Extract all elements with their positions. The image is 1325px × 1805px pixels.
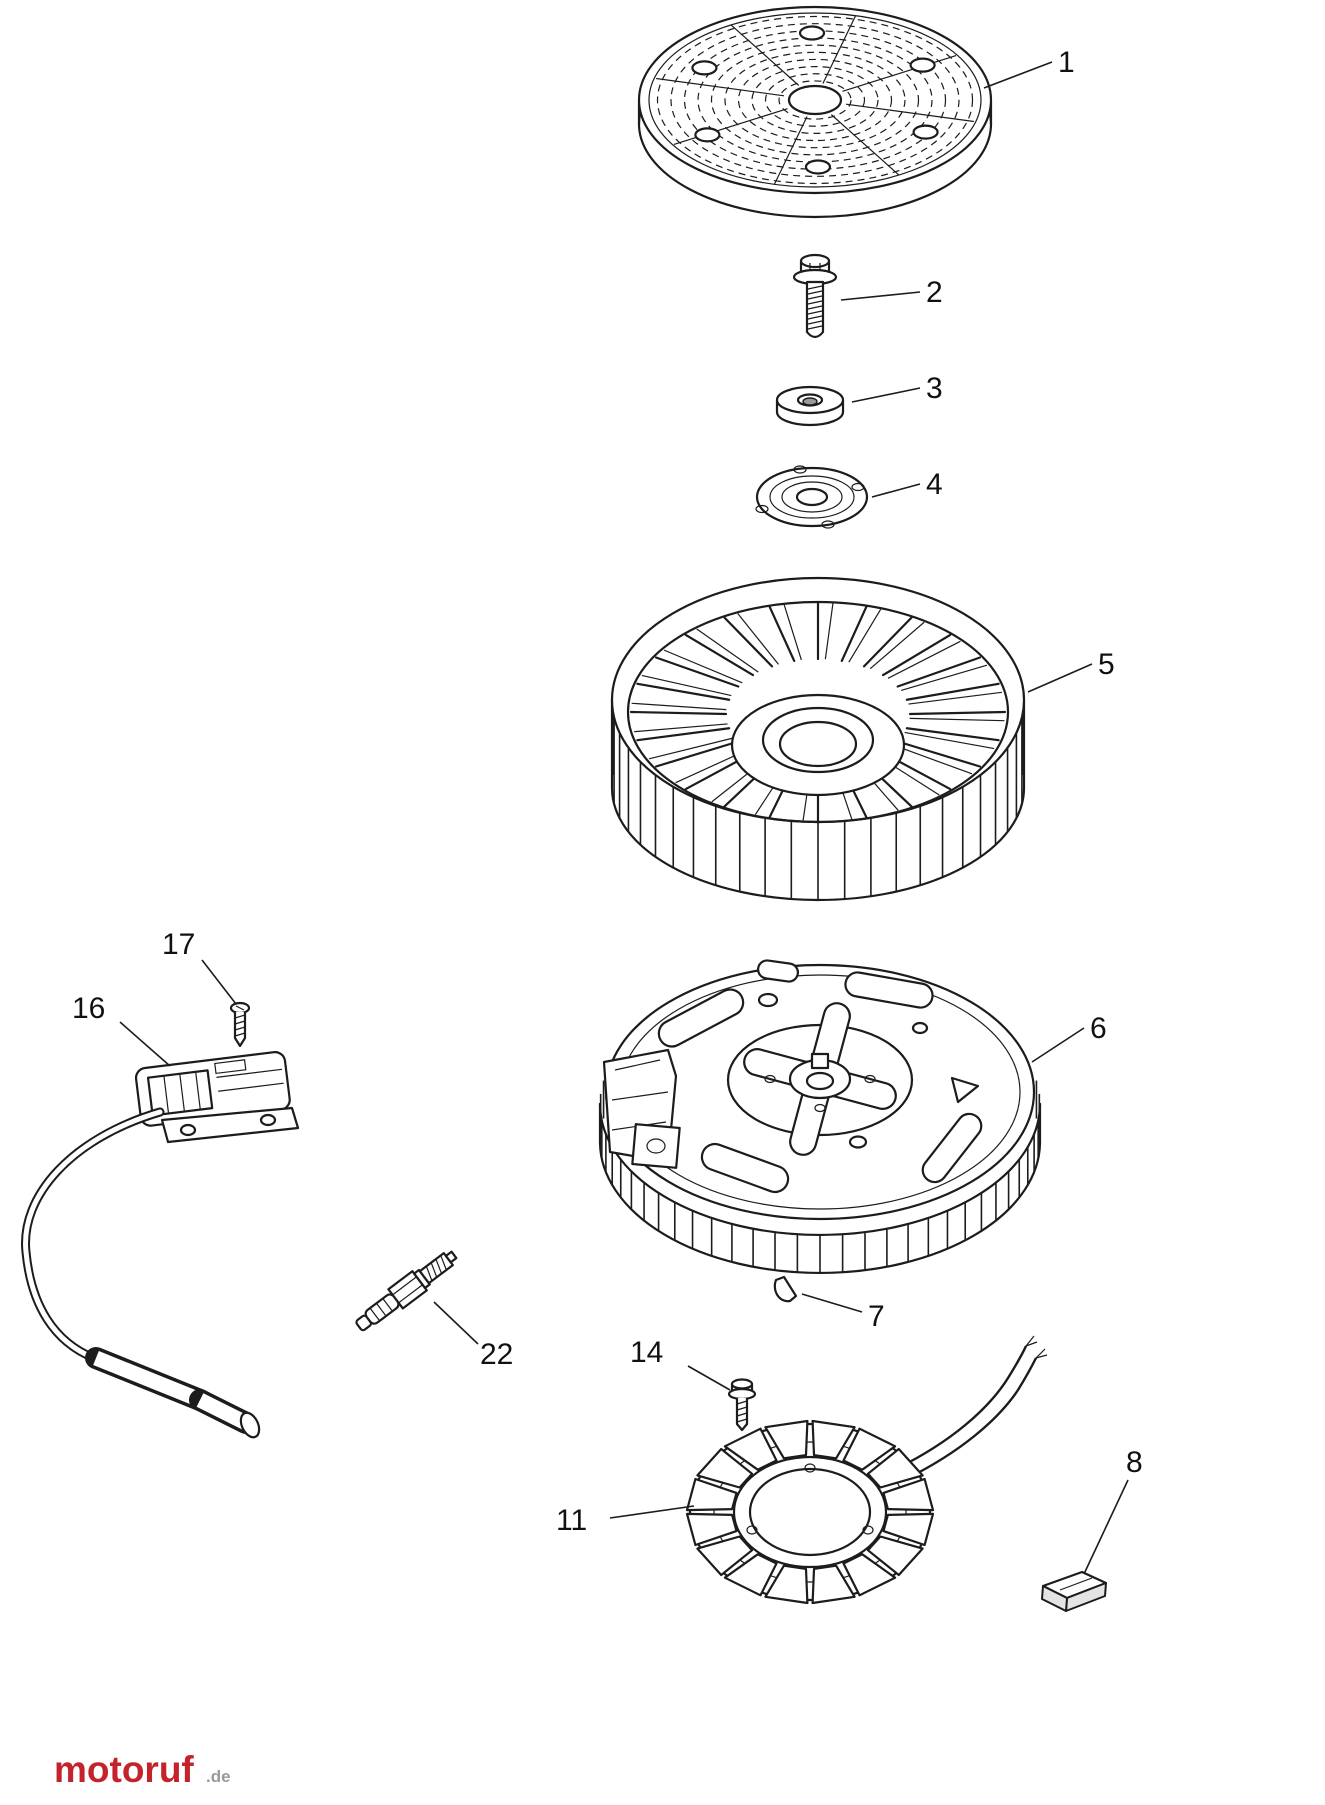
part-label-7: 7 bbox=[868, 1300, 885, 1333]
stator-wire bbox=[907, 1357, 1038, 1480]
part-spark-plug-22 bbox=[355, 1250, 458, 1332]
coil-body bbox=[134, 1051, 291, 1127]
part-labels: 1 2 3 4 5 6 7 8 11 14 16 17 22 bbox=[72, 46, 1143, 1537]
screw17-threads bbox=[234, 1014, 246, 1037]
part-label-5: 5 bbox=[1098, 648, 1115, 681]
part-label-14: 14 bbox=[630, 1336, 663, 1369]
part-label-8: 8 bbox=[1126, 1446, 1143, 1479]
stator-coils bbox=[685, 1419, 935, 1605]
part-spacer-washer-3 bbox=[775, 385, 845, 427]
stator-wire bbox=[897, 1345, 1028, 1470]
bolt-threads bbox=[807, 285, 823, 330]
leader-lines bbox=[119, 61, 1129, 1575]
part-label-22: 22 bbox=[480, 1338, 513, 1371]
fan-outer-fins bbox=[611, 685, 1025, 900]
part-flange-bolt-2 bbox=[792, 253, 838, 339]
part-stator-11 bbox=[685, 1335, 1048, 1605]
part-ignition-coil-16 bbox=[21, 1051, 300, 1439]
part-module-8 bbox=[1041, 1570, 1108, 1612]
part-screw-17 bbox=[229, 1001, 251, 1048]
part-cooling-fan-5 bbox=[610, 576, 1026, 902]
part-key-7 bbox=[773, 1275, 798, 1303]
part-cup-washer-4 bbox=[755, 465, 869, 529]
part-label-4: 4 bbox=[926, 468, 943, 501]
part-label-11: 11 bbox=[556, 1504, 587, 1537]
ring-gear-teeth bbox=[599, 1080, 1041, 1273]
part-label-2: 2 bbox=[926, 276, 943, 309]
watermark: motoruf .de bbox=[54, 1749, 231, 1790]
part-flywheel-6 bbox=[598, 959, 1042, 1275]
part-label-1: 1 bbox=[1058, 46, 1075, 79]
part-label-16: 16 bbox=[72, 992, 105, 1025]
part-bolt-14 bbox=[727, 1378, 757, 1432]
part-label-17: 17 bbox=[162, 928, 195, 961]
part-label-6: 6 bbox=[1090, 1012, 1107, 1045]
part-label-3: 3 bbox=[926, 372, 943, 405]
bolt14-threads bbox=[736, 1400, 748, 1423]
watermark-brand: motoruf bbox=[54, 1749, 194, 1790]
watermark-tld: .de bbox=[206, 1767, 231, 1786]
grass-screen-slots bbox=[656, 15, 974, 185]
part-grass-screen-1 bbox=[637, 5, 993, 219]
